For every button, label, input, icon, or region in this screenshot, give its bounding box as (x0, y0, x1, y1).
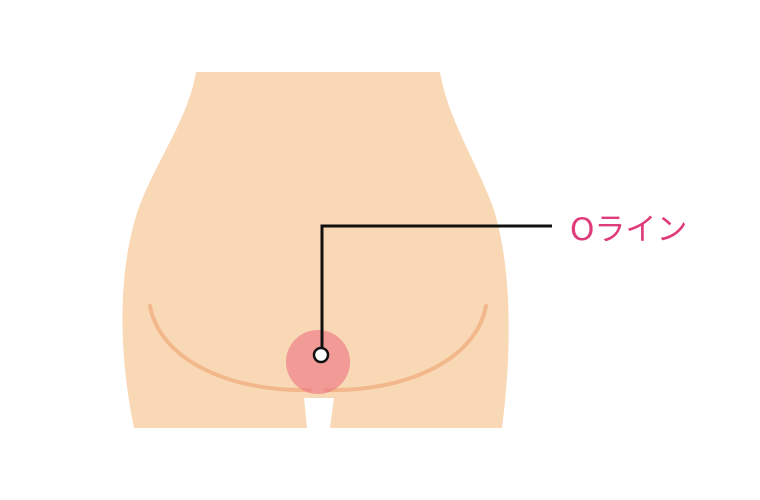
o-line-label: Oライン (570, 212, 688, 248)
marker-dot (312, 346, 330, 364)
left-gluteal-crease (148, 304, 312, 393)
right-gluteal-crease (324, 304, 488, 393)
body-silhouette (122, 72, 509, 428)
leader-line (320, 224, 552, 354)
